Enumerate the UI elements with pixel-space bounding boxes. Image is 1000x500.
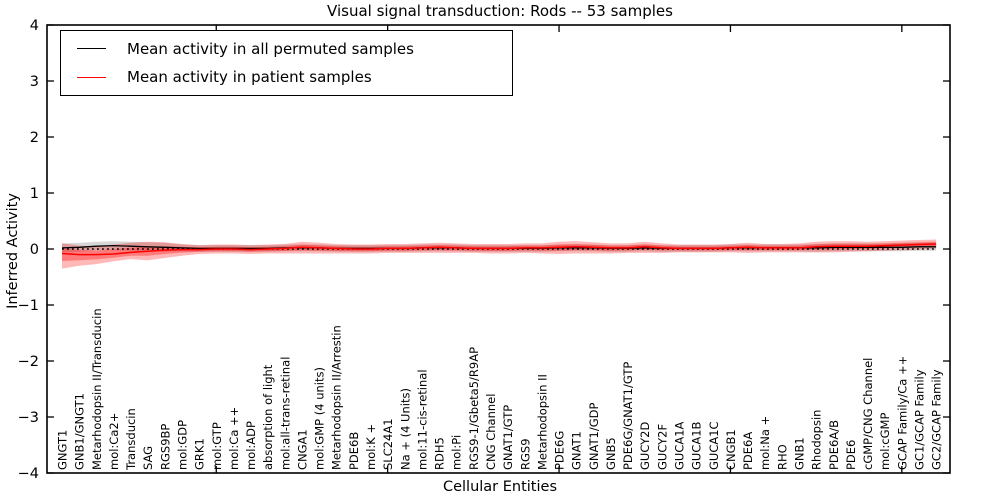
category-label: mol:cGMP (878, 413, 892, 470)
category-label: mol:GTP (210, 422, 224, 470)
patient-band-inner (62, 241, 937, 261)
category-label: CNGA1 (295, 429, 309, 470)
y-tick-label: 4 (30, 18, 39, 34)
y-tick-label: −1 (18, 298, 39, 314)
category-label: SAG (141, 446, 155, 470)
category-label: GNGT1 (55, 430, 69, 470)
category-label: mol:11-cis-retinal (415, 369, 429, 470)
category-label: GNB5 (604, 437, 618, 470)
category-label: mol:K + (364, 424, 378, 470)
category-label: GC2/GCAP Family (930, 369, 944, 470)
category-label: Transducin (124, 408, 138, 471)
category-label: RGS9 (518, 438, 532, 470)
category-label: PDE6G (553, 431, 567, 470)
legend-item-patient: Mean activity in patient samples (61, 64, 512, 90)
y-tick-label: −2 (18, 354, 39, 370)
category-label: Na + (4 Units) (398, 388, 412, 470)
category-label: mol:Pi (450, 435, 464, 470)
category-label: mol:all-trans-retinal (278, 357, 292, 470)
category-label: mol:Ca ++ (227, 407, 241, 470)
legend-label-permuted: Mean activity in all permuted samples (127, 39, 414, 58)
category-label: Metarhodopsin II/Arrestin (330, 325, 344, 470)
category-label: GUCA1B (690, 421, 704, 470)
category-label: RDH5 (433, 437, 447, 470)
legend: Mean activity in all permuted samples Me… (60, 30, 513, 96)
patient-line-swatch (77, 76, 106, 78)
category-label: mol:Ca2+ (107, 413, 121, 470)
category-label: Rhodopsin (810, 410, 824, 470)
y-tick-label: 2 (30, 130, 39, 146)
category-label: GUCY2D (638, 422, 652, 470)
y-tick-label: 3 (30, 74, 39, 90)
category-label: GUCY2F (655, 424, 669, 470)
category-label: GNAT1 (570, 431, 584, 470)
category-label: GNAT1/GDP (587, 403, 601, 470)
category-label: Metarhodopsin II/Transducin (90, 308, 104, 470)
chart-title: Visual signal transduction: Rods -- 53 s… (327, 2, 673, 20)
category-label: RGS9-1/Gbeta5/R9AP (467, 347, 481, 470)
category-label: cGMP/CNG Channel (861, 358, 875, 470)
y-tick-label: 1 (30, 186, 39, 202)
series-patient-line (61, 243, 937, 256)
patient-band-outer (62, 239, 937, 269)
category-label: mol:GMP (4 units) (313, 367, 327, 470)
category-label: mol:Na + (758, 416, 772, 470)
category-label: mol:GDP (175, 420, 189, 470)
category-label: GUCA1C (707, 421, 721, 470)
category-label: GNB1 (793, 437, 807, 470)
permuted-line-swatch (77, 48, 106, 50)
category-label: GC1/GCAP Family (912, 369, 926, 470)
category-label: absorption of light (261, 364, 275, 470)
category-label: RGS9BP (158, 424, 172, 470)
category-label: CNG Channel (484, 394, 498, 470)
category-label: GUCA1A (673, 421, 687, 470)
category-label: RHO (775, 444, 789, 470)
category-label: PDE6A (741, 432, 755, 470)
category-label: GCAP Family/Ca ++ (895, 356, 909, 470)
category-label: PDE6 (844, 440, 858, 470)
y-tick-label: −3 (18, 410, 39, 426)
category-label: Metarhodopsin II (535, 374, 549, 470)
legend-item-permuted: Mean activity in all permuted samples (61, 36, 512, 62)
y-tick-label: −4 (18, 466, 39, 482)
y-axis-label: Inferred Activity (5, 193, 21, 309)
category-label: SLC24A1 (381, 418, 395, 470)
category-label: GRK1 (193, 438, 207, 470)
category-label: PDE6B (347, 432, 361, 470)
legend-label-patient: Mean activity in patient samples (127, 68, 372, 87)
category-label: CNGB1 (724, 429, 738, 470)
category-label: GNAT1/GTP (501, 405, 515, 470)
y-tick-label: 0 (30, 242, 39, 258)
category-label: GNB1/GNGT1 (73, 393, 87, 470)
category-label: PDE6G/GNAT1/GTP (621, 362, 635, 470)
x-axis-label: Cellular Entities (442, 479, 558, 495)
category-label: mol:ADP (244, 421, 258, 470)
category-label: PDE6A/B (827, 420, 841, 470)
